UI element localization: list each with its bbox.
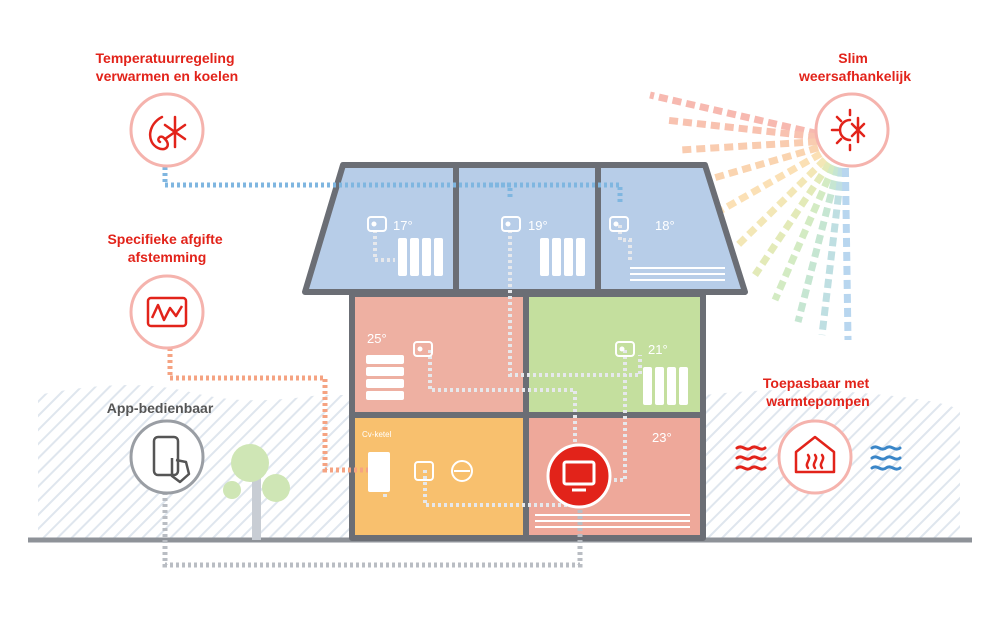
- temp-attic-left: 17°: [393, 218, 413, 233]
- feature-weather-title: Slim weersafhankelijk: [798, 50, 911, 84]
- controller-dots: [371, 221, 625, 352]
- feature-temperature-title: Temperatuurregeling verwarmen en koelen: [96, 50, 239, 84]
- tree: [223, 444, 290, 540]
- radiator-first-left: [366, 355, 404, 400]
- floor-heating-ground-right: [535, 514, 690, 528]
- orange-dotted-pipe: [167, 348, 368, 473]
- boiler: [368, 452, 390, 492]
- grey-dotted-pipe: [162, 492, 583, 568]
- smartphone-touch-icon: [152, 435, 191, 484]
- controller-screen-icon: [562, 460, 596, 486]
- boiler-valve: [451, 460, 473, 482]
- house-outline: [302, 162, 748, 541]
- feature-app-title: App-bedienbaar: [107, 400, 214, 416]
- temp-attic-right: 18°: [655, 218, 675, 233]
- radiator-attic-middle: [540, 238, 585, 276]
- boiler-label: Cv-ketel: [362, 430, 392, 439]
- radiator-attic-left: [398, 238, 443, 276]
- boiler-control: [414, 461, 434, 481]
- feature-temperature-circle: [129, 92, 205, 168]
- floor-heating-attic-right: [630, 267, 725, 281]
- emission-curve-icon: [146, 296, 188, 328]
- temp-first-left: 25°: [367, 331, 387, 346]
- temp-attic-middle: 19°: [528, 218, 548, 233]
- feature-emission-title: Specifieke afgifte afstemming: [107, 231, 226, 265]
- temp-first-right: 21°: [648, 342, 668, 357]
- house-heat-icon: [794, 435, 836, 474]
- weather-rays: [649, 91, 852, 341]
- feature-app-circle: [129, 419, 205, 495]
- feature-weather-circle: [814, 92, 890, 168]
- temp-ground-right: 23°: [652, 430, 672, 445]
- room-controller-icon: [367, 216, 635, 357]
- heat-cool-icon: [149, 115, 187, 151]
- feature-heatpump-title: Toepasbaar met warmtepompen: [763, 375, 873, 409]
- central-controller: [546, 443, 612, 509]
- blue-dotted-pipe: [162, 155, 623, 205]
- radiator-first-right: [643, 367, 688, 405]
- cool-waves-icon: [870, 445, 902, 471]
- sun-snow-icon: [830, 108, 866, 152]
- warm-waves-icon: [735, 445, 767, 471]
